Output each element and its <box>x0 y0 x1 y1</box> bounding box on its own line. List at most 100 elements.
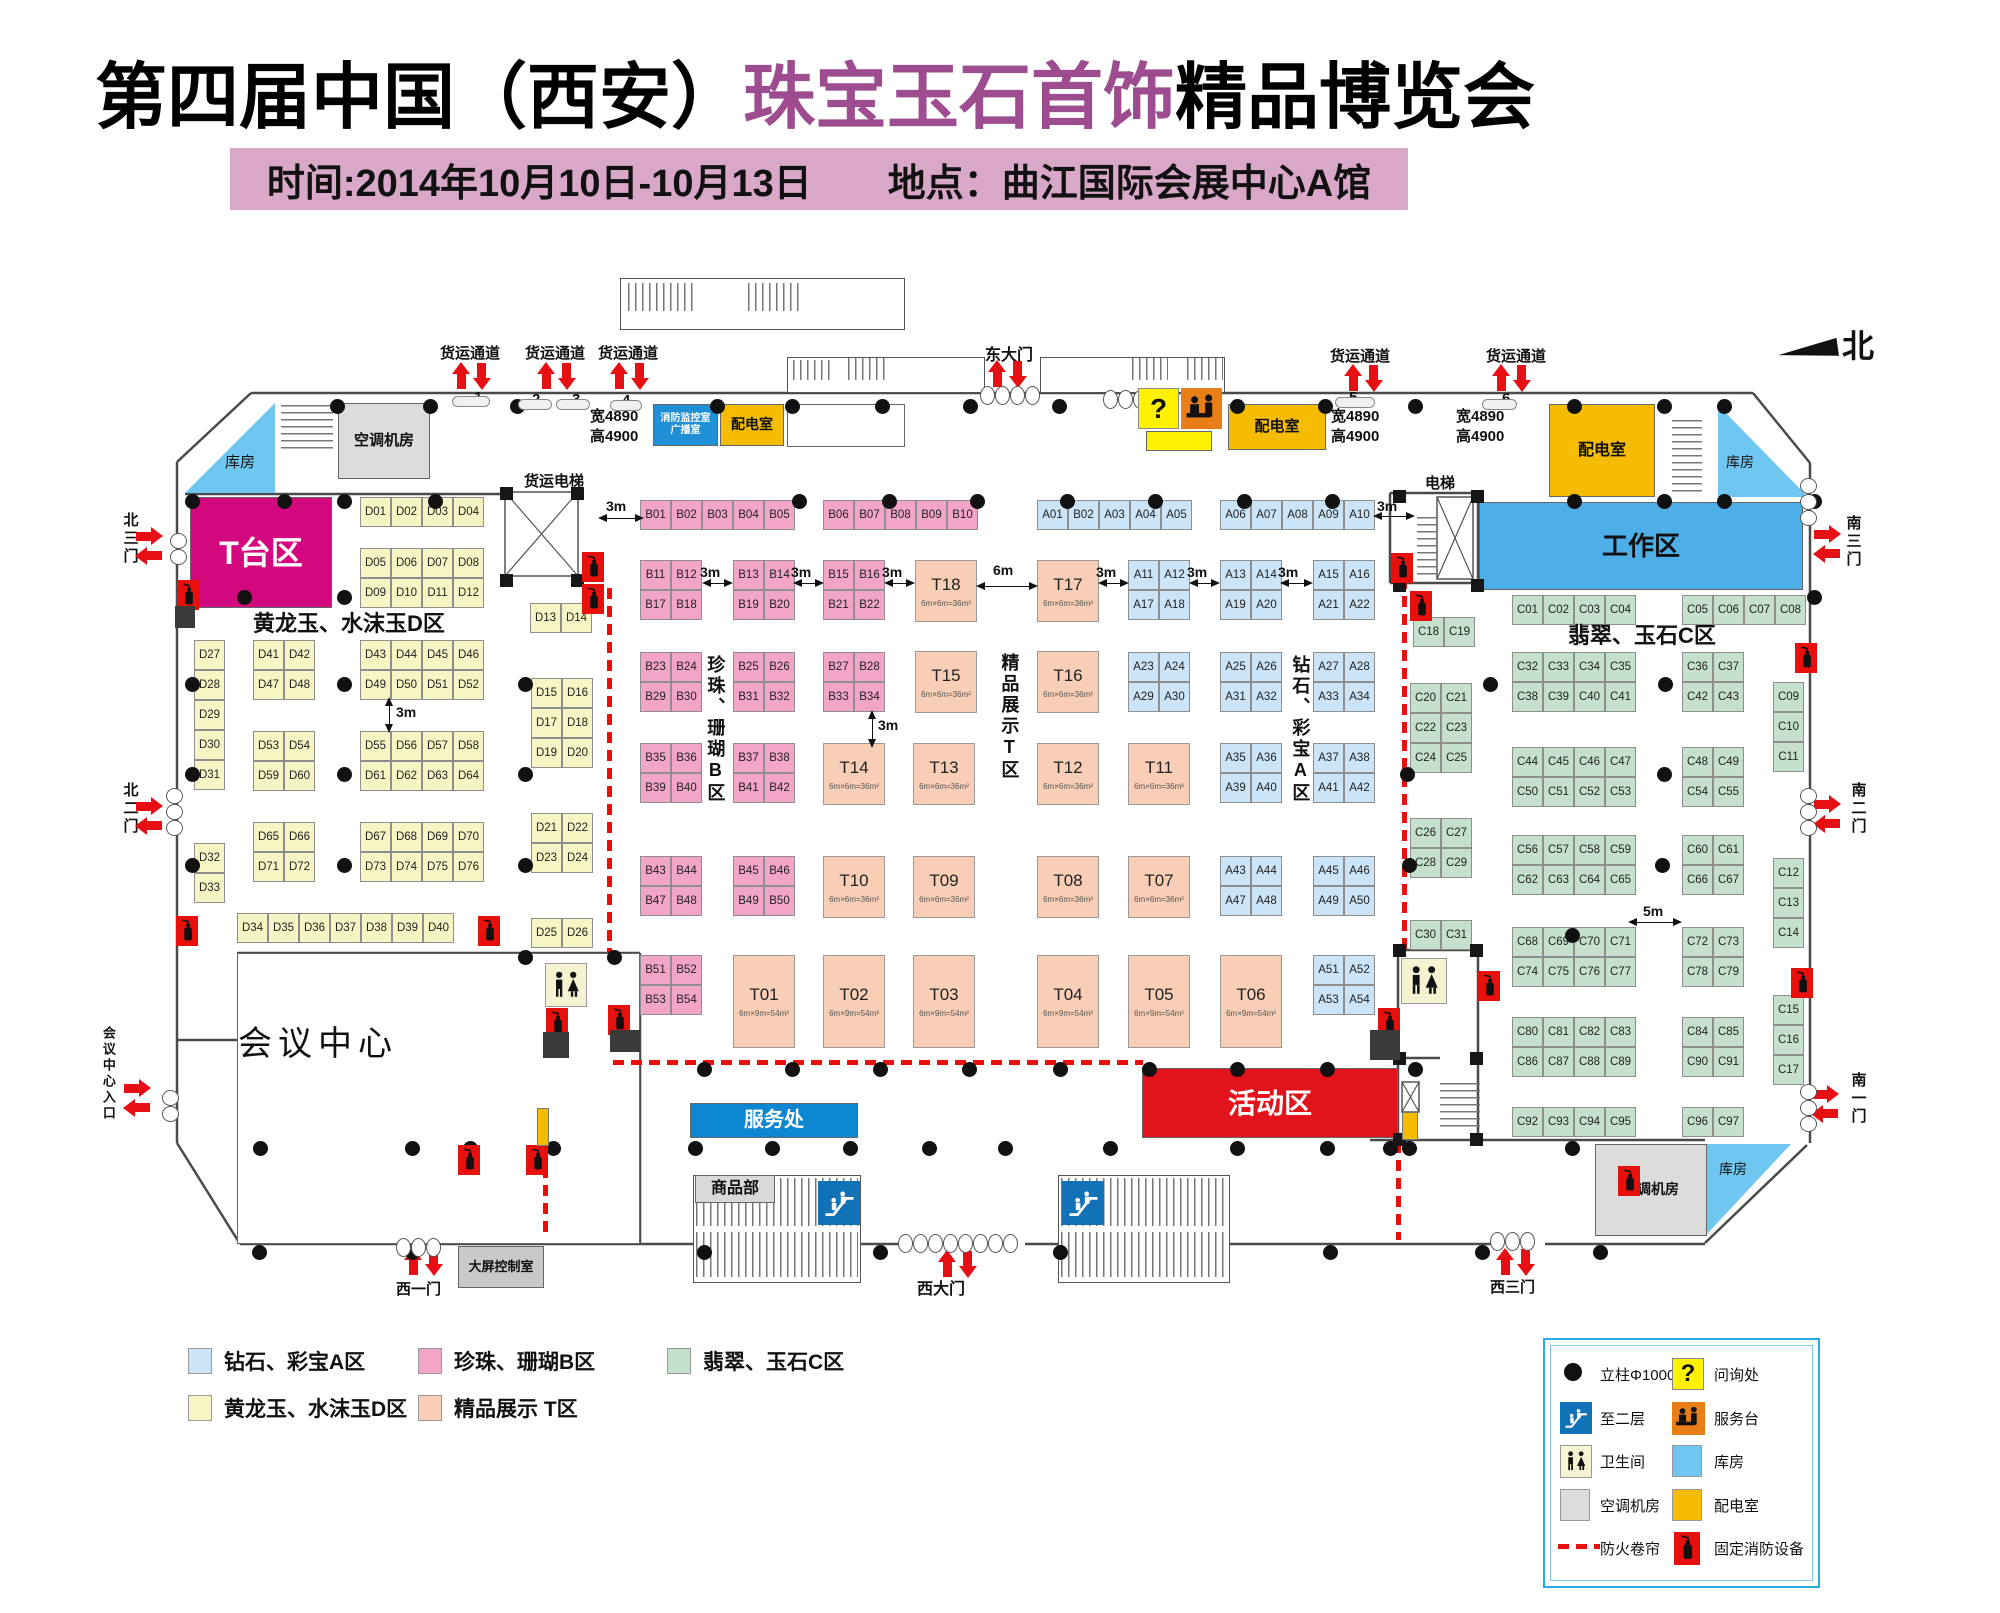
booth-C41: C41 <box>1605 682 1636 712</box>
room-shop: 商品部 <box>695 1175 775 1203</box>
booth-D23: D23 <box>531 843 562 873</box>
stair-hatch <box>793 360 832 380</box>
pillar-dot <box>1318 399 1333 414</box>
pillar-dot <box>785 1062 800 1077</box>
booth-B45: B45 <box>733 856 764 886</box>
booth-D29: D29 <box>194 700 225 730</box>
booth-C38: C38 <box>1512 682 1543 712</box>
booth-D51: D51 <box>422 670 453 700</box>
booth-B15: B15 <box>823 560 854 590</box>
door-arc <box>1800 788 1817 836</box>
booth-D57: D57 <box>422 731 453 761</box>
pillar-dot <box>405 1141 420 1156</box>
title-part2: 珠宝玉石首饰 <box>743 58 1176 138</box>
booth-C51: C51 <box>1543 777 1574 807</box>
booth-C85: C85 <box>1713 1017 1744 1047</box>
booth-D52: D52 <box>453 670 484 700</box>
pillar-dot <box>1565 928 1580 943</box>
booth-A52: A52 <box>1344 955 1375 985</box>
dimension-arrow <box>1189 579 1220 587</box>
door-arc-lens <box>988 1234 1003 1253</box>
door-pill <box>1482 399 1517 410</box>
pillar-dot <box>1657 399 1672 414</box>
booth-D47: D47 <box>253 670 284 700</box>
booth-A03: A03 <box>1099 500 1130 530</box>
booth-C78: C78 <box>1682 957 1713 987</box>
legend-service-icon <box>1672 1401 1705 1435</box>
booth-C54: C54 <box>1682 777 1713 807</box>
booth-B40: B40 <box>671 773 702 803</box>
pillar-dot <box>1475 1245 1490 1260</box>
fire-equipment-icon <box>1391 553 1413 583</box>
pillar-dot <box>518 677 533 692</box>
pillar-dot <box>1230 1062 1245 1077</box>
booth-C15: C15 <box>1773 995 1804 1025</box>
door-arc-lens <box>1800 820 1817 836</box>
pillar-dot <box>185 494 200 509</box>
booth-A54: A54 <box>1344 985 1375 1015</box>
booth-A15: A15 <box>1313 560 1344 590</box>
booth-C72: C72 <box>1682 927 1713 957</box>
booth-C05: C05 <box>1682 595 1713 625</box>
booth-C35: C35 <box>1605 652 1636 682</box>
dimension-arrow <box>884 579 915 587</box>
door-arc-lens <box>973 1234 988 1253</box>
booth-D62: D62 <box>391 761 422 791</box>
door-arc-lens <box>1800 1116 1817 1132</box>
room-screen-control-room: 大屏控制室 <box>458 1246 544 1288</box>
booth-C75: C75 <box>1543 957 1574 987</box>
label: 宽4890 <box>1456 408 1505 425</box>
booth-A43: A43 <box>1220 856 1251 886</box>
pillar-dot <box>873 1062 888 1077</box>
booth-A13: A13 <box>1220 560 1251 590</box>
booth-D71: D71 <box>253 852 284 882</box>
booth-D74: D74 <box>391 852 422 882</box>
booth-D24: D24 <box>562 843 593 873</box>
pillar-dot <box>1717 494 1732 509</box>
booth-A39: A39 <box>1220 773 1251 803</box>
label: 3m <box>1096 564 1117 580</box>
equipment-box <box>175 606 195 628</box>
booth-C58: C58 <box>1574 835 1605 865</box>
legend-label: 服务台 <box>1714 1410 1760 1428</box>
booth-C65: C65 <box>1605 865 1636 895</box>
booth-size: 6m×6m=36m² <box>921 598 971 608</box>
booth-D73: D73 <box>360 852 391 882</box>
pillar-dot <box>185 677 200 692</box>
dimension-arrow <box>976 582 1038 590</box>
direction-arrow-icon <box>1513 364 1531 392</box>
booth-C22: C22 <box>1410 713 1441 743</box>
pillar-dot <box>697 1062 712 1077</box>
booth-D34: D34 <box>237 913 268 943</box>
legend-info-icon: ? <box>1672 1358 1704 1390</box>
pillar-dot <box>337 858 352 873</box>
door-arc-lens <box>1800 1100 1817 1116</box>
booth-D64: D64 <box>453 761 484 791</box>
door-arc-lens <box>1490 1232 1505 1251</box>
booth-B03: B03 <box>702 500 733 530</box>
booth-label: T12 <box>1053 757 1083 777</box>
room-label: 库房 <box>225 454 256 471</box>
booth-A17: A17 <box>1128 590 1159 620</box>
booth-D15: D15 <box>531 678 562 708</box>
booth-A48: A48 <box>1251 886 1282 916</box>
label: 3m <box>882 564 903 580</box>
label: 翡翠、玉石C区 <box>1568 623 1716 648</box>
booth-label: T11 <box>1144 757 1174 777</box>
booth-B42: B42 <box>764 773 795 803</box>
booth-A38: A38 <box>1344 743 1375 773</box>
zone-legend-label: 钻石、彩宝A区 <box>224 1351 366 1374</box>
